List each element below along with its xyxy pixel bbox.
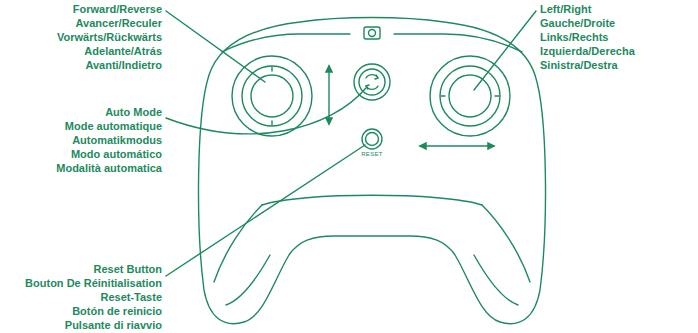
- grip-line: [214, 205, 262, 282]
- part-label: Modalità automatica: [56, 161, 162, 175]
- part-label: Links/Rechts: [540, 30, 608, 44]
- part-label: Gauche/Droite: [540, 16, 615, 30]
- shoulder-line: [394, 34, 522, 52]
- leader-line: [166, 11, 265, 82]
- leader-line: [474, 11, 536, 90]
- part-label: Izquierda/Derecha: [540, 44, 635, 58]
- reset-button: [362, 129, 382, 149]
- part-label: Botón de reinicio: [72, 304, 162, 318]
- part-label: Pulsante di riavvio: [65, 318, 162, 332]
- shoulder-line: [222, 34, 350, 52]
- part-label: Modo automático: [71, 147, 162, 161]
- left-stick: [232, 56, 312, 136]
- part-label: Forward/Reverse: [73, 2, 162, 16]
- part-label: Reset-Taste: [100, 290, 162, 304]
- trim-line: [262, 195, 482, 205]
- camera-icon: [364, 27, 380, 39]
- right-stick: [430, 56, 510, 136]
- part-label: Left/Right: [540, 2, 591, 16]
- leader-line: [166, 145, 365, 276]
- leader-line: [166, 88, 366, 134]
- part-label: Sinistra/Destra: [540, 58, 618, 72]
- part-label: Vorwärts/Rückwärts: [57, 30, 162, 44]
- grip-line: [474, 255, 518, 305]
- grip-line: [226, 255, 270, 305]
- part-label: Auto Mode: [105, 105, 162, 119]
- controller-body: [199, 18, 546, 324]
- part-label: Avancer/Reculer: [76, 16, 162, 30]
- left-right-arrow: [420, 145, 494, 146]
- part-label: Mode automatique: [65, 119, 162, 133]
- part-label: Avanti/Indietro: [85, 58, 162, 72]
- part-label: Bouton De Réinitialisation: [25, 276, 162, 290]
- part-label: Reset Button: [94, 262, 162, 276]
- grip-line: [482, 205, 530, 282]
- part-label: Adelante/Atrás: [84, 44, 162, 58]
- part-label: Automatikmodus: [72, 133, 162, 147]
- button-marking: RESET: [361, 151, 383, 158]
